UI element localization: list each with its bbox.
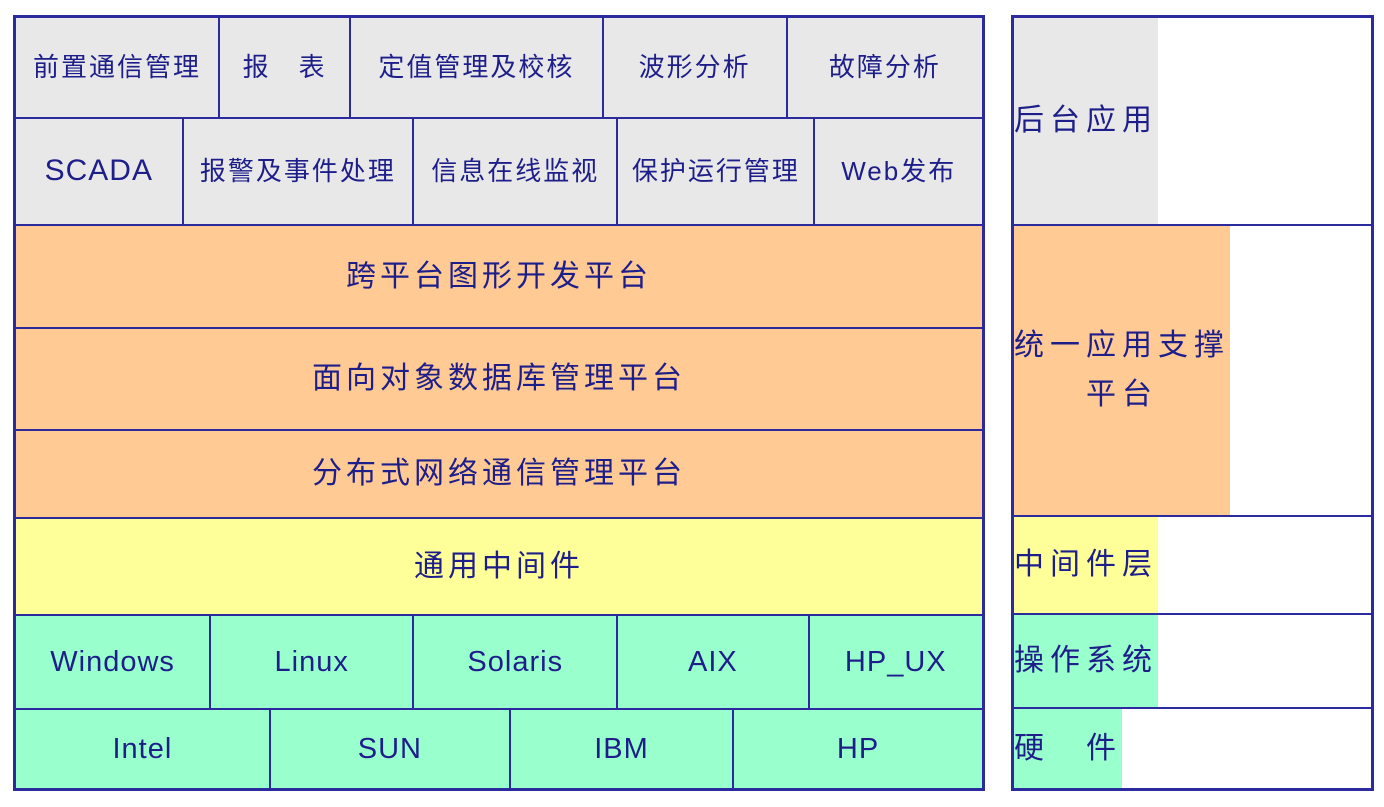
cell-intel: Intel bbox=[16, 709, 271, 789]
cell-cross-platform-graphics: 跨平台图形开发平台 bbox=[16, 225, 982, 328]
legend-os-row: 操作系统 bbox=[1014, 614, 1371, 710]
cell-scada: SCADA bbox=[16, 118, 184, 224]
cell-solaris: Solaris bbox=[414, 616, 619, 708]
label-unified-app-support-platform: 统一应用支撑 平台 bbox=[1014, 225, 1230, 515]
cell-setting-value-check: 定值管理及校核 bbox=[351, 18, 604, 117]
cell-general-middleware: 通用中间件 bbox=[16, 518, 982, 615]
os-row: Windows Linux Solaris AIX HP_UX bbox=[16, 616, 982, 710]
cell-linux: Linux bbox=[211, 616, 415, 708]
label-operating-system: 操作系统 bbox=[1014, 614, 1158, 708]
platform-row-network: 分布式网络通信管理平台 bbox=[16, 430, 982, 519]
cell-front-comm-mgmt: 前置通信管理 bbox=[16, 18, 221, 117]
legend-middleware-row: 中间件层 bbox=[1014, 516, 1371, 615]
platform-row-graphics: 跨平台图形开发平台 bbox=[16, 225, 982, 330]
cell-alarm-event-handling: 报警及事件处理 bbox=[183, 118, 415, 224]
cell-sun: SUN bbox=[270, 709, 511, 789]
cell-ibm: IBM bbox=[510, 709, 735, 789]
middleware-row: 通用中间件 bbox=[16, 518, 982, 617]
cell-object-oriented-db-mgmt: 面向对象数据库管理平台 bbox=[16, 329, 982, 429]
unified-platform-line2: 平台 bbox=[1086, 378, 1158, 412]
layer-legend-block: 后台应用 统一应用支撑 平台 中间件层 操作系统 硬 件 bbox=[1011, 15, 1374, 791]
platform-row-database: 面向对象数据库管理平台 bbox=[16, 329, 982, 431]
cell-web-publish: Web发布 bbox=[815, 118, 982, 224]
legend-unified-platform-row: 统一应用支撑 平台 bbox=[1014, 225, 1371, 517]
legend-hardware-row: 硬 件 bbox=[1014, 709, 1371, 788]
app-modules-row-1: 前置通信管理 报 表 定值管理及校核 波形分析 故障分析 bbox=[16, 18, 982, 119]
cell-hp-ux: HP_UX bbox=[809, 616, 982, 708]
label-hardware: 硬 件 bbox=[1014, 709, 1122, 788]
legend-backend-app-row: 后台应用 bbox=[1014, 18, 1371, 226]
label-middleware-layer: 中间件层 bbox=[1014, 516, 1158, 613]
cell-aix: AIX bbox=[618, 616, 810, 708]
cell-distributed-network-comm: 分布式网络通信管理平台 bbox=[16, 430, 982, 517]
hardware-row: Intel SUN IBM HP bbox=[16, 709, 983, 789]
label-backend-application: 后台应用 bbox=[1014, 18, 1158, 224]
cell-windows: Windows bbox=[16, 616, 212, 708]
main-stack-block: 前置通信管理 报 表 定值管理及校核 波形分析 故障分析 SCADA 报警及事件… bbox=[13, 15, 985, 791]
cell-hp: HP bbox=[734, 709, 983, 789]
app-modules-row-2: SCADA 报警及事件处理 信息在线监视 保护运行管理 Web发布 bbox=[16, 118, 982, 226]
cell-protection-operation-mgmt: 保护运行管理 bbox=[618, 118, 816, 224]
unified-platform-line1: 统一应用支撑 bbox=[1014, 328, 1230, 362]
cell-info-online-monitor: 信息在线监视 bbox=[414, 118, 619, 224]
cell-fault-analysis: 故障分析 bbox=[787, 18, 982, 117]
cell-waveform-analysis: 波形分析 bbox=[603, 18, 788, 117]
cell-report: 报 表 bbox=[220, 18, 352, 117]
